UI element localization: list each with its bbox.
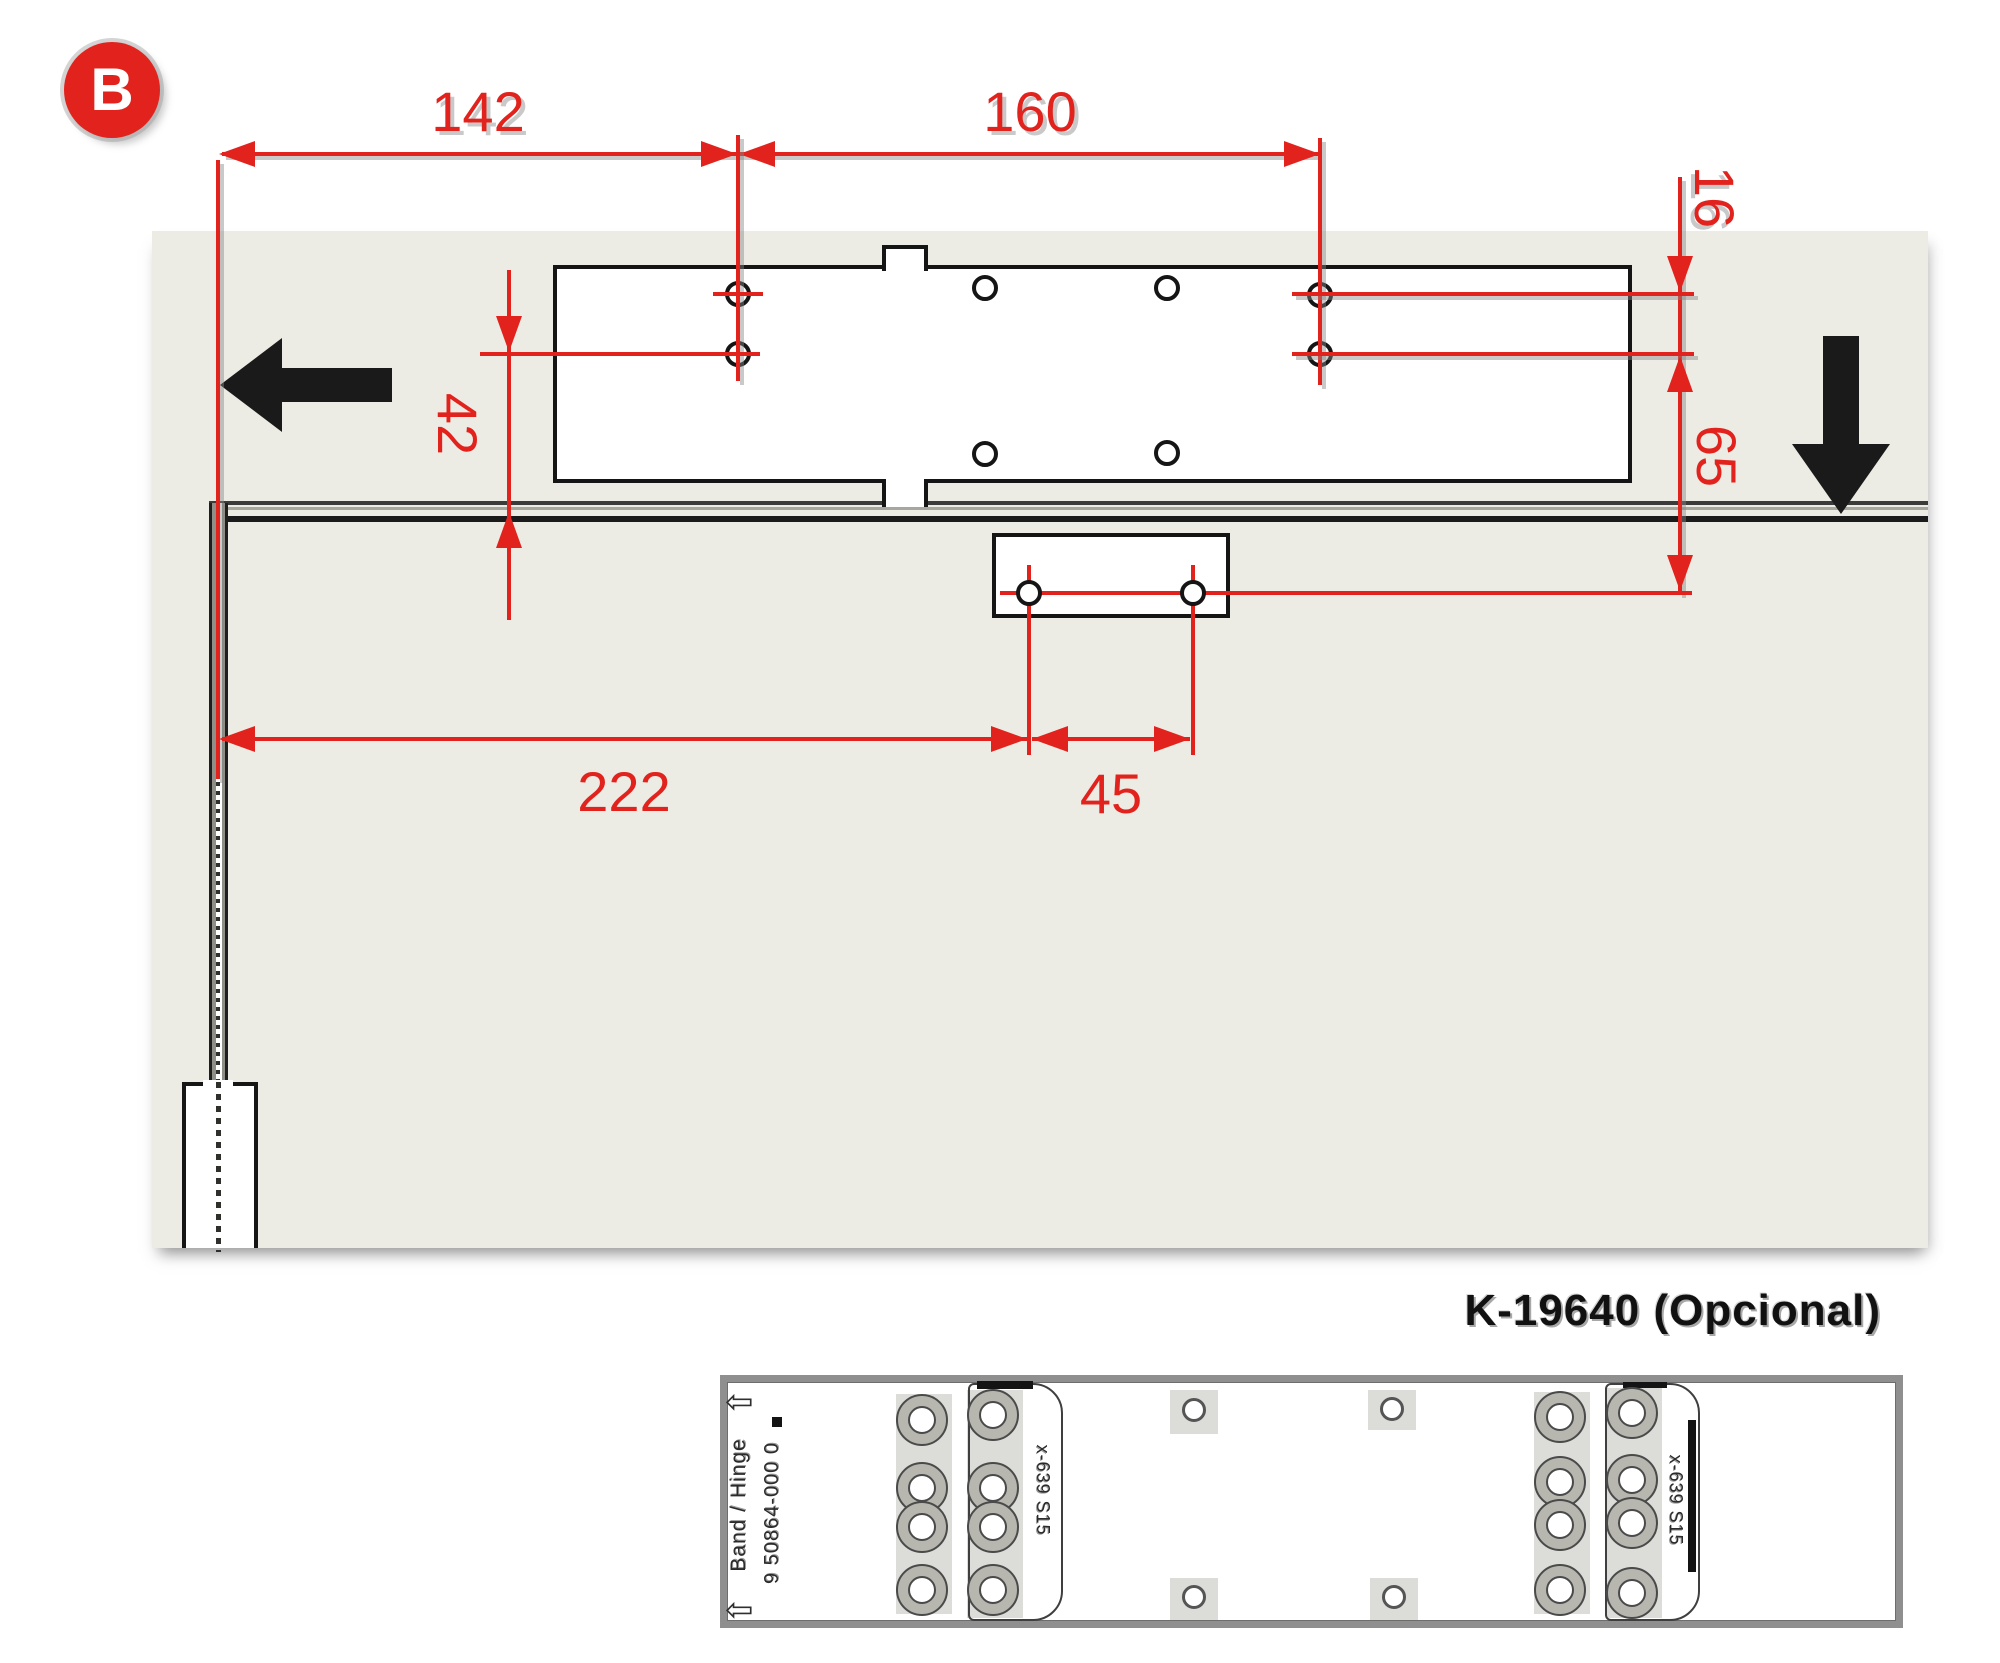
dim-45-arrow-right — [1154, 726, 1190, 752]
dim-arrow-mid-right — [701, 141, 737, 167]
bracket-ext-line-left — [1027, 565, 1031, 755]
print-smudge — [977, 1381, 1033, 1389]
print-smudge — [772, 1417, 782, 1427]
hole-row2-line-left — [480, 352, 760, 356]
bracket-hole — [1180, 580, 1206, 606]
plate-small-hole — [1382, 1585, 1406, 1609]
plate-part-number: 9 50864-000 0 — [761, 1442, 783, 1585]
hinge-direction-arrow-icon: ⇦ — [725, 1383, 755, 1421]
extension-line-hole2 — [1318, 138, 1322, 385]
black-down-arrow-icon — [1792, 444, 1890, 514]
dim-label-160: 160 — [983, 80, 1077, 143]
plate-slot-label: x-639 S15 — [1033, 1444, 1053, 1536]
closer-top-tab — [882, 245, 928, 271]
dim-label-45: 45 — [1079, 762, 1143, 825]
dim-222-arrow-left — [219, 726, 255, 752]
hinge-direction-arrow-icon: ⇦ — [725, 1591, 755, 1629]
plate-washer-hole — [896, 1564, 948, 1616]
black-down-arrow-shaft — [1823, 336, 1859, 446]
dim-label-16: 16 — [1683, 165, 1746, 229]
closer-body-outline — [553, 265, 1632, 483]
bracket-hole — [1016, 580, 1042, 606]
dim-line-45 — [1032, 737, 1190, 741]
body-hole — [972, 441, 998, 467]
dim-line-222 — [222, 737, 1027, 741]
dim-line-42 — [507, 270, 511, 620]
plate-washer-hole — [1606, 1567, 1658, 1619]
optional-plate-title: K-19640 (Opcional) — [1464, 1286, 1881, 1335]
letter-badge-b: B — [64, 42, 160, 138]
body-hole — [972, 275, 998, 301]
plate-small-hole — [1182, 1398, 1206, 1422]
plate-washer-hole — [1534, 1499, 1586, 1551]
bracket-hole-line — [1000, 591, 1692, 595]
plate-washer-hole — [967, 1501, 1019, 1553]
hole-row2-line-right — [1292, 352, 1694, 356]
bracket-ext-line-right — [1191, 565, 1195, 755]
black-left-arrow-shaft — [280, 368, 392, 402]
dim-label-222: 222 — [577, 760, 671, 823]
dim-arrow-mid-left — [739, 141, 775, 167]
extension-line-hole1 — [736, 135, 740, 381]
plate-washer-hole — [967, 1564, 1019, 1616]
plate-washer-hole — [1534, 1456, 1586, 1508]
mounting-plate-drawing: ⇦ ⇦ Band / Hinge 9 50864-000 0 x-639 S15… — [720, 1375, 1903, 1629]
plate-washer-hole — [1534, 1564, 1586, 1616]
dim-42-arrow-top — [496, 316, 522, 352]
door-top-edge-line — [209, 501, 1928, 505]
plate-small-hole — [1182, 1585, 1206, 1609]
dim-label-65: 65 — [1685, 424, 1748, 488]
badge-letter: B — [90, 56, 134, 123]
plate-washer-hole — [896, 1394, 948, 1446]
plate-washer-hole — [896, 1501, 948, 1553]
print-smudge — [1688, 1420, 1696, 1572]
dim-16-65-arrow-mid — [1667, 356, 1693, 392]
door-leaf-line — [209, 516, 1928, 522]
dim-45-arrow-left — [1032, 726, 1068, 752]
plate-washer-hole — [967, 1389, 1019, 1441]
dim-42-arrow-bottom — [496, 512, 522, 548]
hole-row1-line — [1292, 292, 1694, 296]
dim-222-arrow-right — [991, 726, 1027, 752]
plate-washer-hole — [1606, 1497, 1658, 1549]
print-smudge — [1623, 1382, 1667, 1388]
body-hole — [1154, 440, 1180, 466]
dim-arrow-right — [1284, 141, 1320, 167]
dim-arrow-left — [219, 141, 255, 167]
dim-65-arrow-bottom — [1667, 555, 1693, 591]
hinge-bottom-dashed-line — [216, 1082, 221, 1252]
extension-line-hinge — [216, 160, 220, 779]
plate-small-hole — [1380, 1397, 1404, 1421]
body-hole — [1154, 275, 1180, 301]
dim-16-arrow-top — [1667, 256, 1693, 292]
plate-washer-hole — [1606, 1387, 1658, 1439]
closer-bottom-tab — [882, 479, 928, 507]
dim-label-42: 42 — [426, 392, 489, 456]
plate-washer-hole — [1534, 1391, 1586, 1443]
plate-washer-hole — [967, 1462, 1019, 1514]
dim-label-142: 142 — [431, 80, 525, 143]
hole-row1-crosshair — [713, 292, 763, 296]
plate-slot-label: x-639 S15 — [1666, 1454, 1686, 1546]
black-left-arrow-icon — [220, 338, 282, 432]
slide-rail-line — [209, 507, 1928, 510]
plate-hinge-label: Band / Hinge — [727, 1438, 750, 1572]
hinge-center-dashed-line — [216, 503, 220, 1082]
